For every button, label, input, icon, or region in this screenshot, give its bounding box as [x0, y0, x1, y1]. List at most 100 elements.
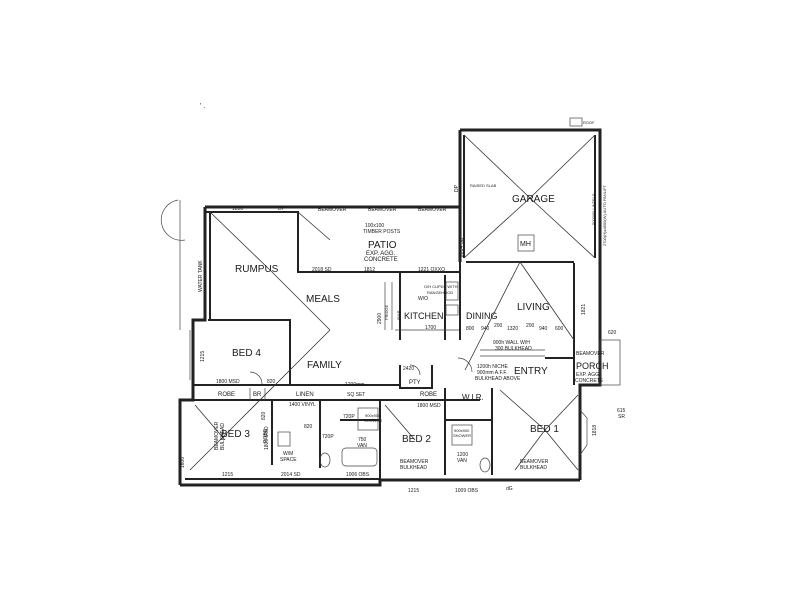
wm-label: SPACE — [280, 457, 297, 463]
dim-1320: 1320 — [507, 326, 518, 332]
vanity-label: VAN — [457, 458, 467, 464]
manhole-label: MH — [520, 241, 531, 248]
beamover-label: BEAMOVER — [318, 207, 347, 213]
water-tank-label: WATER TANK — [198, 260, 204, 292]
sink-icon — [445, 304, 459, 316]
pantry-label: PTY — [409, 380, 421, 386]
dim-dp: DP — [278, 206, 286, 212]
dim-1812: 1812 — [364, 267, 375, 273]
dimension-labels: 1818 DP DP 2018 SD 1812 1221 OXXO 2014 S… — [180, 184, 626, 494]
br-label: BR — [253, 392, 262, 398]
dim-1700: 1700 — [425, 325, 436, 331]
fixtures — [160, 199, 621, 473]
cooktop-icon — [445, 281, 459, 301]
patio-note: CONCRETE — [364, 257, 398, 263]
niche-note: 1200h NICHE — [477, 364, 509, 370]
dim-1800-bed4: 1800 MSD — [216, 379, 240, 385]
room-living: LIVING — [517, 302, 550, 313]
laundry-icon — [277, 431, 291, 447]
dim-dp-garage: DP — [454, 184, 460, 192]
beamover-label: BEAMOVER — [214, 421, 220, 450]
vanity-label: 750 — [358, 437, 367, 443]
garage-note: RAISED SLAB — [470, 183, 497, 188]
robe-label: ROBE — [263, 428, 269, 443]
beamover-label: BEAMOVER — [520, 459, 549, 465]
dim-820-bed3: 820 — [261, 411, 267, 420]
room-labels: GARAGE MH PATIO 100x100 TIMBER POSTS EXP… — [198, 183, 609, 464]
dim-2014-bot: 2014 SD — [281, 472, 301, 478]
roof-lines — [189, 134, 596, 471]
dim-600: 600 — [555, 326, 564, 332]
margin-marks: ' . ROOF — [179, 103, 595, 380]
garage-door-label: 2700(H)x4800(W) AUTO PANLIFT — [602, 184, 607, 246]
bulkhead-note: 900h WALL W/H — [493, 340, 530, 346]
fridge-label: FRIDGE — [384, 305, 389, 320]
robe-label: ROBE — [420, 392, 437, 398]
porch-note: EXP. AGG. — [576, 372, 600, 378]
dim-2900: 2900 — [377, 313, 383, 324]
bulkhead-note: 300 BULKHEAD — [495, 346, 532, 352]
room-meals: MEALS — [306, 294, 340, 305]
dim-1221: 1221 OXXO — [418, 267, 445, 273]
dim-1215-bed3: 1215 — [222, 472, 233, 478]
shower-label: SHOWER — [364, 418, 382, 423]
wc-label: 720P — [343, 414, 355, 420]
bulkhead-label: BULKHEAD — [400, 465, 427, 471]
dim-200: 200 — [494, 323, 503, 329]
room-bed3: BED 3 — [221, 429, 250, 440]
dim-2014-patio: 2014 SD — [459, 237, 465, 257]
dim-2420: 2420 — [403, 366, 414, 372]
shower-label: SHOWER — [453, 433, 471, 438]
dim-1400: 1400 VINYL — [289, 402, 316, 408]
linen-label: LINEN — [296, 392, 314, 398]
room-bed1: BED 1 — [530, 424, 559, 435]
dim-1818-bed1: 1818 — [592, 425, 598, 436]
interior-walls — [193, 262, 575, 480]
cupboard-note: RANGEHOOD — [427, 290, 453, 295]
room-patio: PATIO — [368, 240, 397, 251]
dim-820: 820 — [267, 379, 276, 385]
beamover-label: BEAMOVER — [400, 459, 429, 465]
manhole-icon — [517, 234, 535, 252]
patio-note: TIMBER POSTS — [363, 229, 401, 235]
shower-icon — [357, 407, 379, 431]
room-entry: ENTRY — [514, 366, 548, 377]
bulkhead-label: BULKHEAD — [220, 423, 226, 450]
room-garage: GARAGE — [512, 194, 555, 205]
vanity-label: 1200 — [457, 452, 468, 458]
beamover-label: BEAMOVER — [576, 351, 605, 357]
niche-note: 900mm A.F.F. — [477, 370, 507, 376]
dim-615: 615 — [617, 408, 626, 414]
niche-note: BULKHEAD ABOVE — [475, 376, 521, 382]
cupboard-note: O/H CUPDS WITH — [424, 284, 458, 289]
shower-label: 900x900 — [454, 428, 470, 433]
dim-1215-bed2: 1215 — [408, 488, 419, 494]
structural-labels: BEAMOVER BEAMOVER BEAMOVER BEAMOVER BULK… — [214, 184, 607, 471]
bathtub-icon — [341, 447, 378, 467]
shower-label: 900x900 — [365, 413, 381, 418]
wm-label: W/M — [283, 451, 293, 457]
dim-1006: 1006 OBS — [346, 472, 370, 478]
room-bed2: BED 2 — [402, 434, 431, 445]
dim-1600: 1600 — [180, 457, 186, 468]
dim-820-bath: 820 — [304, 424, 313, 430]
dim-ibar: IBAR — [396, 311, 401, 320]
room-family: FAMILY — [307, 360, 342, 371]
dim-1009: 1009 OBS — [455, 488, 479, 494]
dim-200: 200 — [526, 323, 535, 329]
vanity-label: VAN — [357, 443, 367, 449]
room-wir: W.I.R. — [462, 393, 484, 402]
patio-note: 100x100 — [365, 223, 384, 229]
shower-icon — [451, 424, 473, 446]
room-porch: PORCH — [576, 361, 609, 371]
dim-1818-top: 1818 — [232, 206, 243, 212]
patio-note: EXP. AGG. — [366, 251, 396, 257]
dim-1800-bed3: 1800 MSD — [264, 426, 270, 450]
dim-sq-set: SQ SET — [347, 392, 365, 398]
beamover-label: BEAMOVER — [368, 207, 397, 213]
dim-1215-left: 1215 — [200, 351, 206, 362]
dim-1821: 1821 — [581, 304, 587, 315]
beamover-label: BEAMOVER — [418, 207, 447, 213]
wo-label: W/O — [418, 296, 428, 302]
